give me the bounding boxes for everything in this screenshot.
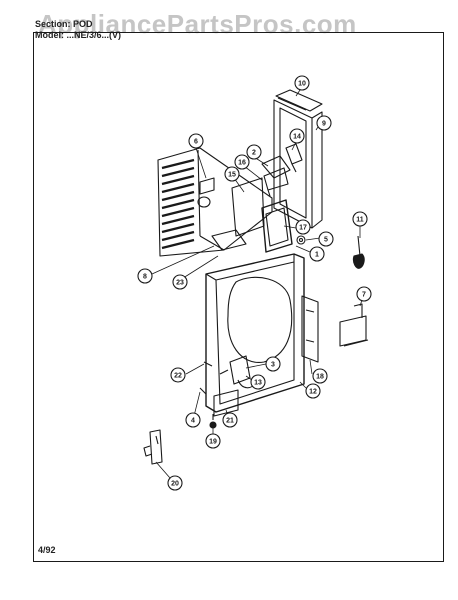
svg-text:3: 3 — [271, 362, 275, 369]
svg-text:14: 14 — [293, 134, 301, 141]
svg-text:18: 18 — [316, 374, 324, 381]
callout-2: 2 — [246, 144, 262, 160]
svg-text:5: 5 — [324, 237, 328, 244]
svg-text:11: 11 — [356, 217, 364, 224]
callout-9: 9 — [316, 115, 332, 131]
callouts: 10 9 6 14 2 16 15 17 — [137, 75, 372, 491]
part-14-switch — [285, 143, 303, 173]
callout-1: 1 — [309, 246, 325, 262]
main-front-frame — [205, 253, 305, 413]
part-18-side-strip — [301, 295, 319, 363]
svg-text:12: 12 — [309, 389, 317, 396]
date-code: 4/92 — [38, 545, 56, 555]
svg-text:23: 23 — [176, 280, 184, 287]
part-22-4-screws — [199, 361, 213, 395]
section-label: Section: POD — [35, 19, 93, 29]
watermark: AppliancePartsPros.com — [38, 9, 357, 39]
svg-text:16: 16 — [238, 160, 246, 167]
svg-text:8: 8 — [143, 274, 147, 281]
part-20-hinge — [143, 429, 163, 465]
callout-12: 12 — [305, 383, 321, 399]
callout-4: 4 — [185, 412, 201, 428]
svg-text:21: 21 — [226, 418, 234, 425]
part-7-bracket — [339, 303, 369, 347]
callout-15: 15 — [224, 166, 240, 182]
svg-text:1: 1 — [315, 252, 319, 259]
diagram-frame — [33, 32, 444, 562]
callout-20: 20 — [167, 475, 183, 491]
svg-text:22: 22 — [174, 373, 182, 380]
callout-23: 23 — [172, 274, 188, 290]
svg-text:6: 6 — [194, 139, 198, 146]
part-21-lower-bracket — [213, 389, 239, 417]
svg-text:20: 20 — [171, 481, 179, 488]
callout-8: 8 — [137, 268, 153, 284]
svg-text:7: 7 — [362, 292, 366, 299]
svg-text:15: 15 — [228, 172, 236, 179]
part-19-screw — [209, 414, 217, 429]
svg-text:19: 19 — [209, 439, 217, 446]
callout-22: 22 — [170, 367, 186, 383]
svg-text:10: 10 — [298, 81, 306, 88]
part-2-16-brackets — [261, 155, 291, 197]
callout-21: 21 — [222, 412, 238, 428]
part-6-vent-slots — [161, 158, 195, 250]
callout-10: 10 — [294, 75, 310, 91]
callout-18: 18 — [312, 368, 328, 384]
part-17-motor-housing — [261, 199, 293, 253]
callout-6: 6 — [188, 133, 204, 149]
callout-13: 13 — [250, 374, 266, 390]
callout-16: 16 — [234, 154, 250, 170]
svg-text:4: 4 — [191, 418, 195, 425]
callout-17: 17 — [295, 219, 311, 235]
svg-text:13: 13 — [254, 380, 262, 387]
part-11-knob — [352, 235, 365, 269]
svg-text:2: 2 — [252, 150, 256, 157]
model-label: Model: ...NE/3/6...(V) — [35, 30, 122, 40]
callout-3: 3 — [265, 356, 281, 372]
svg-text:9: 9 — [322, 121, 326, 128]
callout-19: 19 — [205, 433, 221, 449]
callout-7: 7 — [356, 286, 372, 302]
part-5-hub — [296, 235, 306, 245]
svg-text:17: 17 — [299, 225, 307, 232]
callout-11: 11 — [352, 211, 368, 227]
callout-5: 5 — [318, 231, 334, 247]
part-10-top-bracket — [275, 89, 323, 112]
callout-14: 14 — [289, 128, 305, 144]
